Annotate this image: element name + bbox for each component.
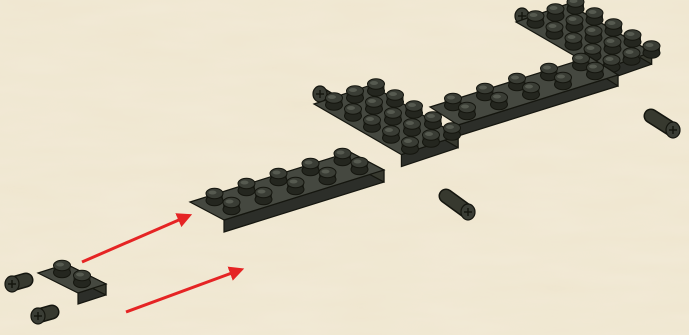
stud bbox=[344, 103, 362, 122]
right-angle-plate bbox=[188, 147, 386, 233]
stud bbox=[254, 186, 273, 206]
stud bbox=[325, 92, 343, 111]
stud bbox=[269, 167, 288, 187]
stud bbox=[422, 129, 440, 148]
clip-pin-middle-bottom bbox=[438, 188, 476, 221]
stud bbox=[476, 82, 494, 102]
stud bbox=[367, 78, 385, 97]
brick-layer bbox=[4, 0, 681, 325]
clip-pin-small-1 bbox=[4, 272, 34, 293]
arrow-layer bbox=[81, 213, 245, 314]
stud bbox=[443, 122, 461, 141]
stud bbox=[586, 61, 604, 81]
stud bbox=[346, 85, 364, 104]
stud bbox=[522, 81, 540, 101]
stud bbox=[572, 52, 590, 72]
stud bbox=[382, 125, 400, 144]
stud bbox=[554, 71, 572, 91]
stud bbox=[386, 89, 404, 108]
stud bbox=[384, 107, 402, 126]
stud bbox=[540, 62, 558, 82]
stud bbox=[566, 0, 585, 15]
stud bbox=[642, 40, 661, 59]
stud bbox=[301, 157, 320, 177]
stud bbox=[365, 96, 383, 115]
lower-assembly-arrow bbox=[125, 266, 245, 314]
stud bbox=[584, 25, 603, 44]
stud bbox=[350, 156, 369, 176]
stud bbox=[546, 3, 565, 22]
stud bbox=[545, 21, 564, 40]
small-clip-plate bbox=[36, 259, 108, 305]
stud bbox=[604, 18, 623, 37]
stud bbox=[622, 47, 641, 66]
stud bbox=[565, 14, 584, 33]
stud bbox=[363, 114, 381, 133]
stud bbox=[458, 101, 476, 121]
stud bbox=[53, 259, 71, 279]
stud bbox=[603, 36, 622, 55]
stud bbox=[564, 32, 583, 51]
stud bbox=[318, 166, 337, 186]
stud bbox=[585, 7, 604, 26]
stud bbox=[424, 111, 442, 130]
stud bbox=[401, 136, 419, 155]
stud bbox=[205, 187, 224, 207]
stud bbox=[526, 10, 545, 29]
stud bbox=[403, 118, 421, 137]
clip-pin-small-2 bbox=[30, 304, 60, 325]
middle-cross-plate bbox=[312, 78, 461, 168]
long-spine-plate bbox=[428, 52, 620, 137]
stud bbox=[222, 196, 241, 216]
stud bbox=[405, 100, 423, 119]
stud bbox=[73, 269, 91, 289]
stud bbox=[237, 177, 256, 197]
stud bbox=[490, 91, 508, 111]
upper-assembly-arrow bbox=[81, 213, 193, 264]
clip-pin-far-right bbox=[643, 108, 681, 139]
stud bbox=[286, 176, 305, 196]
stud bbox=[444, 92, 462, 112]
stud bbox=[333, 147, 352, 167]
stud bbox=[623, 29, 642, 48]
stud bbox=[508, 72, 526, 92]
